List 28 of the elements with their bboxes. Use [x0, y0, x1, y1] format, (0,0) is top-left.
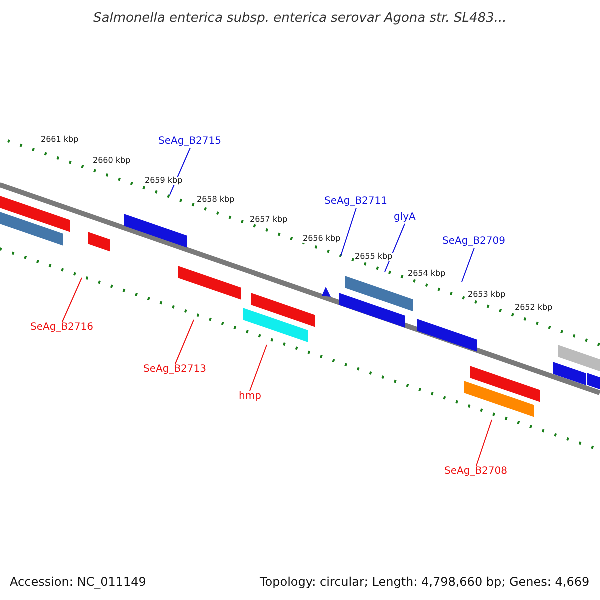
tick-label: 2652 kbp: [515, 304, 553, 312]
gene-label: glyA: [394, 213, 416, 223]
tick-label: 2655 kbp: [355, 253, 393, 261]
leader-line: [462, 248, 475, 282]
gene-label: hmp: [239, 392, 262, 402]
tick-label: 2659 kbp: [145, 177, 183, 185]
tick-label: 2661 kbp: [41, 136, 79, 144]
tick-label: 2657 kbp: [250, 216, 288, 224]
footer-text: Accession: NC_011149: [10, 576, 146, 588]
leader-line: [250, 344, 268, 392]
chart-title: Salmonella enterica subsp. enterica serovar Agona str. SL483...: [94, 12, 507, 24]
leader-line: [476, 420, 492, 466]
footer-text: Topology: circular; Length: 4,798,660 bp; Genes: 4,669: [260, 576, 590, 588]
gene-label: SeAg_B2708: [444, 467, 508, 477]
gene-label: SeAg_B2709: [442, 237, 506, 247]
tick-label: 2658 kbp: [197, 196, 235, 204]
gene-label: SeAg_B2715: [158, 137, 222, 147]
tick-label: 2660 kbp: [93, 157, 131, 165]
leader-line: [384, 224, 406, 272]
leader-line: [175, 320, 194, 364]
leader-line: [62, 278, 82, 322]
gene-label: SeAg_B2713: [144, 365, 206, 375]
tick-label: 2653 kbp: [468, 291, 506, 299]
tick-label: 2656 kbp: [303, 235, 341, 243]
gene-label: SeAg_B2711: [324, 197, 388, 207]
gene-label: SeAg_B2716: [30, 323, 94, 333]
tick-label: 2654 kbp: [408, 270, 446, 278]
leader-line: [340, 208, 357, 256]
